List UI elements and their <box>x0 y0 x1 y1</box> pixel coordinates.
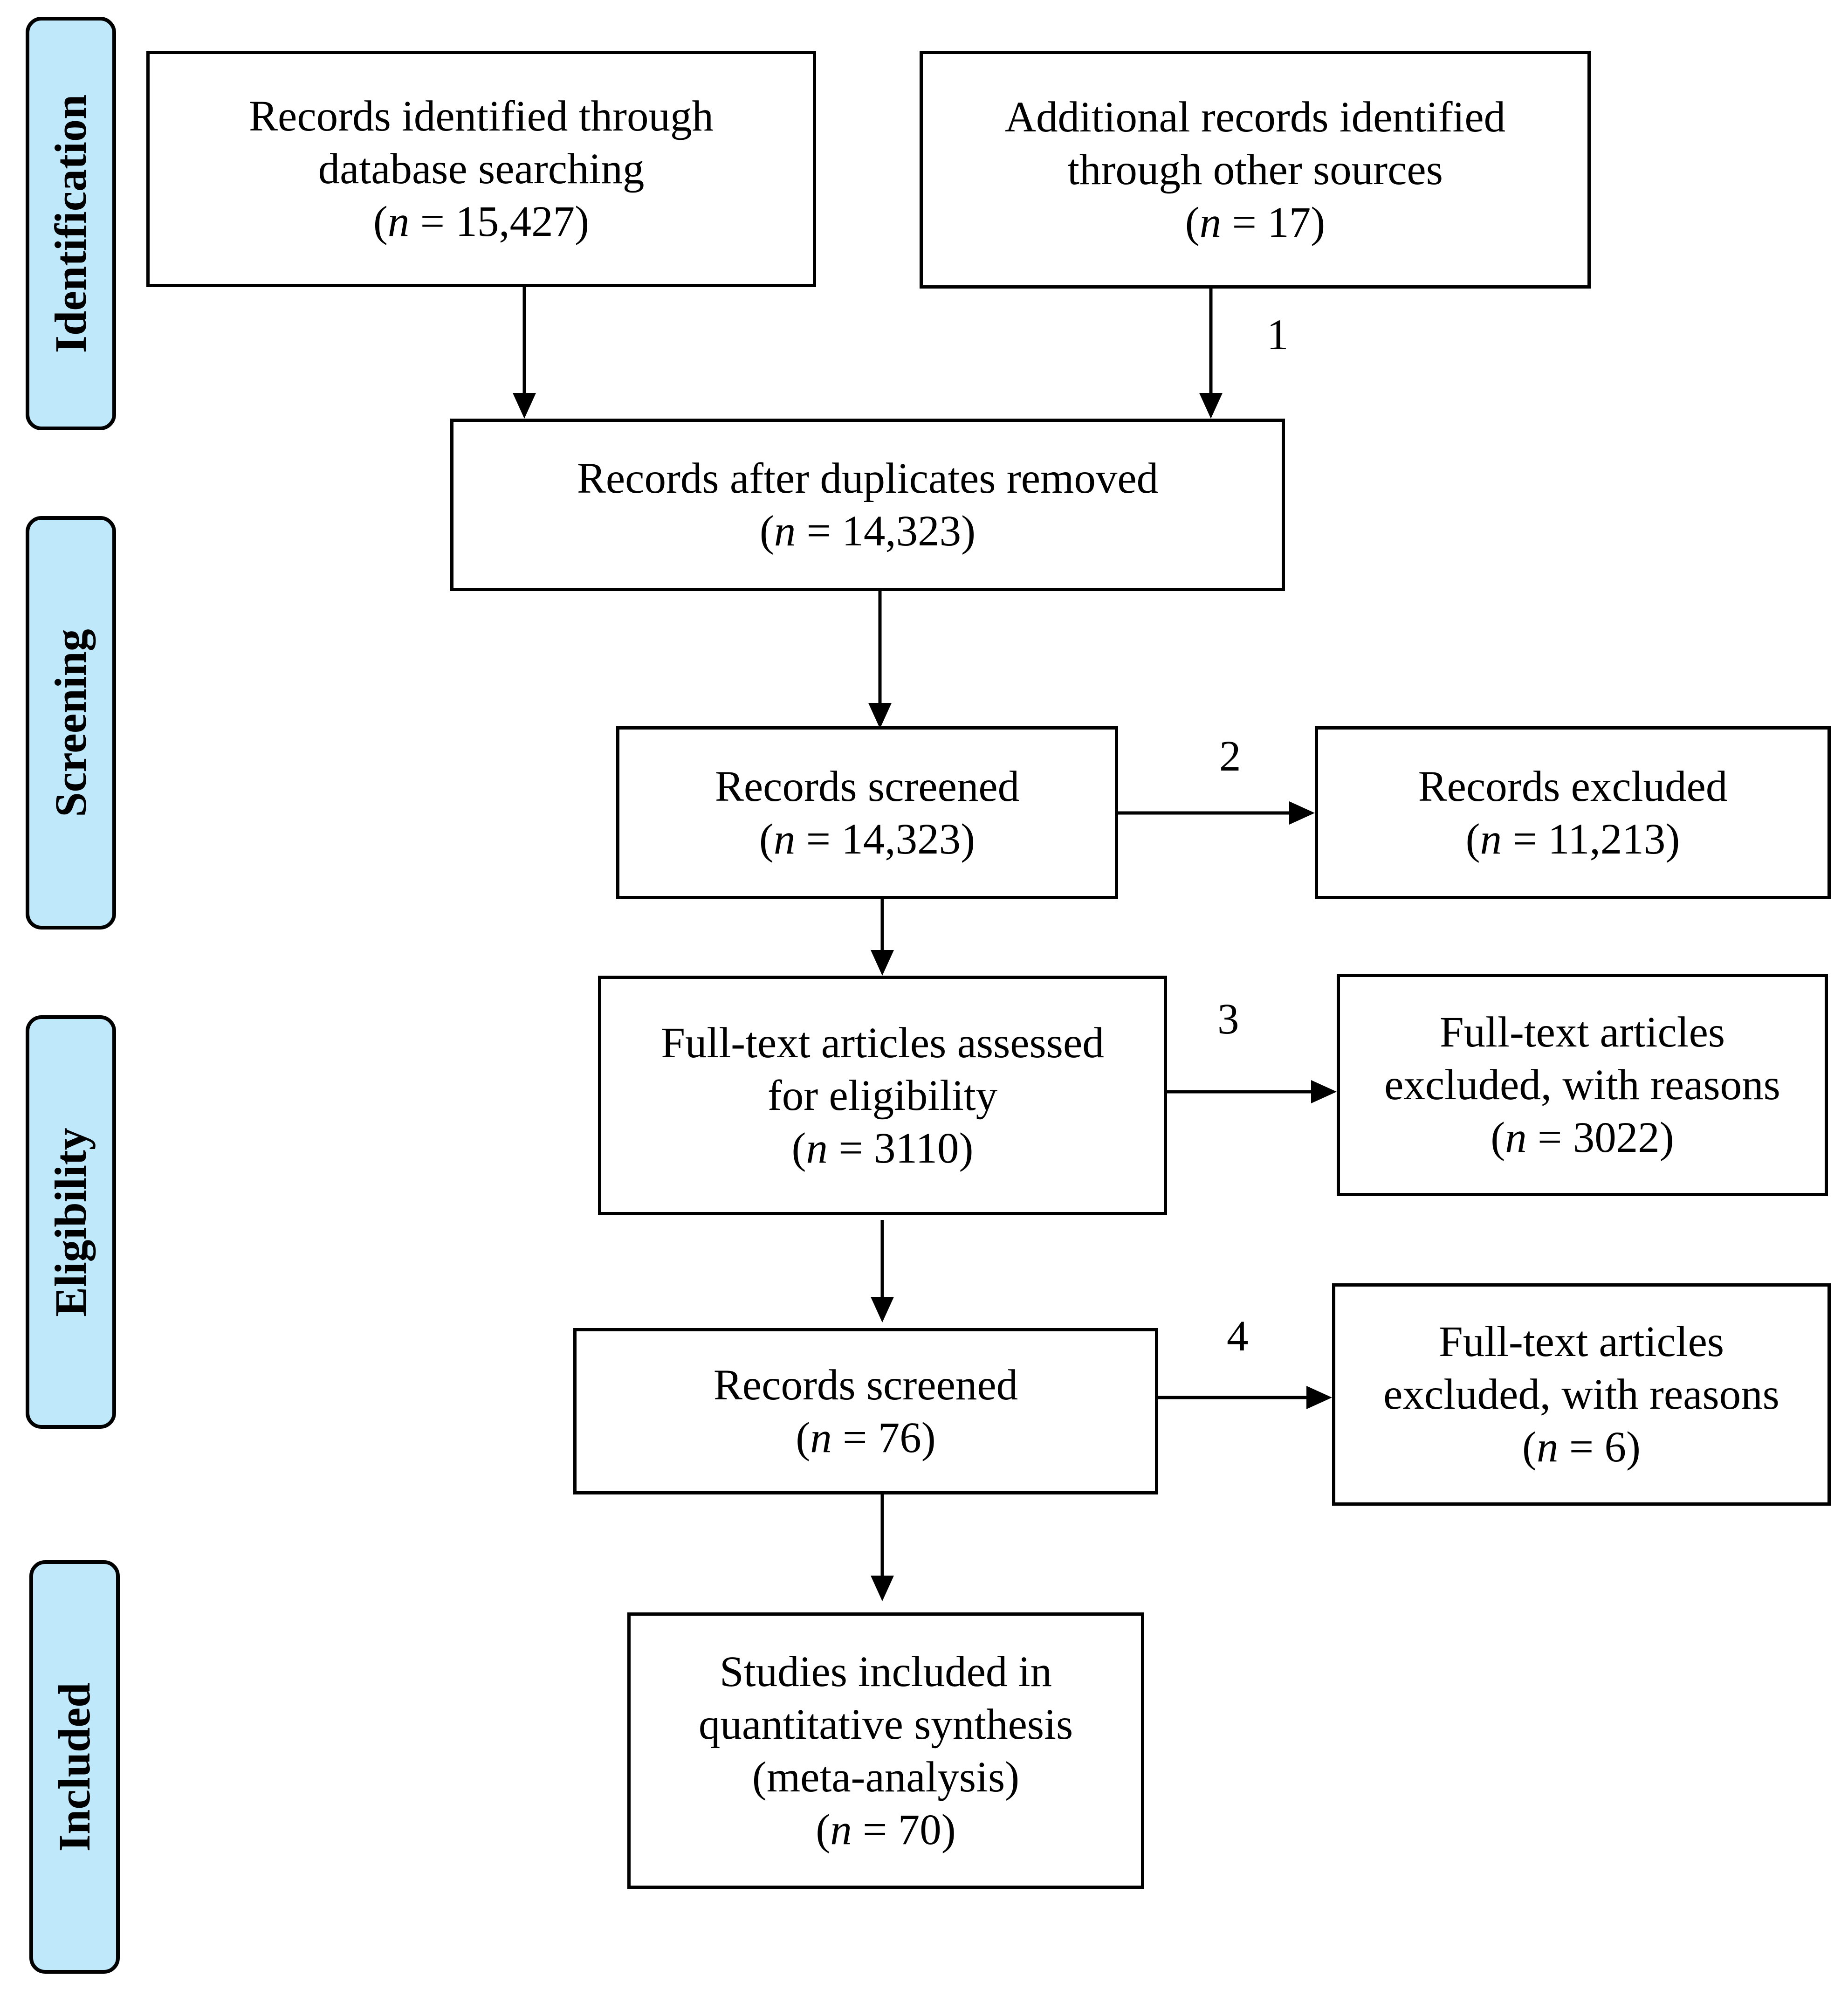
record-count: (n = 14,323) <box>759 507 976 555</box>
box-records-screened: Records screened (n = 14,323) <box>616 726 1118 899</box>
arrowhead <box>868 703 892 729</box>
arrowhead <box>1306 1386 1332 1409</box>
box-line: quantitative synthesis <box>698 1700 1073 1749</box>
box-records-screened-2: Records screened (n = 76) <box>573 1328 1158 1494</box>
box-line: Records excluded <box>1418 762 1728 811</box>
arrowhead <box>1199 393 1223 419</box>
box-line: Full-text articles <box>1438 1318 1724 1366</box>
record-count: (n = 14,323) <box>759 815 976 863</box>
box-after-duplicates: Records after duplicates removed (n = 14… <box>450 419 1285 591</box>
phase-included: Included <box>29 1560 120 1974</box>
box-line: for eligibility <box>767 1071 998 1120</box>
box-line: Full-text articles <box>1439 1008 1725 1056</box>
box-fulltext-assessed: Full-text articles assessed for eligibil… <box>598 976 1167 1215</box>
box-line: excluded, with reasons <box>1383 1370 1779 1418</box>
step-label-3: 3 <box>1217 995 1239 1043</box>
box-records-excluded: Records excluded (n = 11,213) <box>1315 726 1831 899</box>
phase-eligibility: Eligibility <box>26 1015 116 1429</box>
arrowhead <box>1289 801 1315 825</box>
record-count: (n = 70) <box>816 1805 956 1854</box>
box-database-records: Records identified through database sear… <box>146 51 816 287</box>
box-line: through other sources <box>1067 145 1443 194</box>
box-line: (meta-analysis) <box>752 1753 1020 1801</box>
arrowhead <box>1311 1080 1337 1103</box>
record-count: (n = 15,427) <box>373 198 590 246</box>
box-line: Records screened <box>713 1361 1018 1409</box>
box-line: Studies included in <box>720 1647 1052 1696</box>
box-line: database searching <box>318 145 645 193</box>
step-label-1: 1 <box>1267 311 1289 359</box>
arrowhead <box>871 1576 894 1601</box>
box-line: Records screened <box>714 762 1020 811</box>
box-studies-included: Studies included in quantitative synthes… <box>627 1612 1144 1889</box>
box-fulltext-excluded-2: Full-text articles excluded, with reason… <box>1332 1283 1831 1506</box>
step-label-2: 2 <box>1219 732 1241 780</box>
box-line: Records identified through <box>249 92 714 140</box>
box-line: Additional records identified <box>1004 93 1506 141</box>
box-line: Full-text articles assessed <box>661 1019 1104 1067</box>
phase-identification: Identification <box>26 17 116 430</box>
record-count: (n = 3110) <box>791 1124 974 1172</box>
phase-screening: Screening <box>26 516 116 930</box>
box-fulltext-excluded: Full-text articles excluded, with reason… <box>1337 974 1828 1196</box>
arrowhead <box>871 1297 894 1322</box>
record-count: (n = 11,213) <box>1465 815 1680 863</box>
step-label-4: 4 <box>1227 1312 1249 1360</box>
arrowhead <box>871 950 894 976</box>
box-line: excluded, with reasons <box>1384 1061 1780 1109</box>
record-count: (n = 3022) <box>1491 1114 1674 1162</box>
record-count: (n = 6) <box>1522 1423 1641 1471</box>
box-line: Records after duplicates removed <box>577 454 1159 503</box>
record-count: (n = 76) <box>796 1413 936 1462</box>
record-count: (n = 17) <box>1185 198 1326 247</box>
box-other-sources: Additional records identified through ot… <box>920 51 1591 289</box>
arrowhead <box>513 393 536 419</box>
